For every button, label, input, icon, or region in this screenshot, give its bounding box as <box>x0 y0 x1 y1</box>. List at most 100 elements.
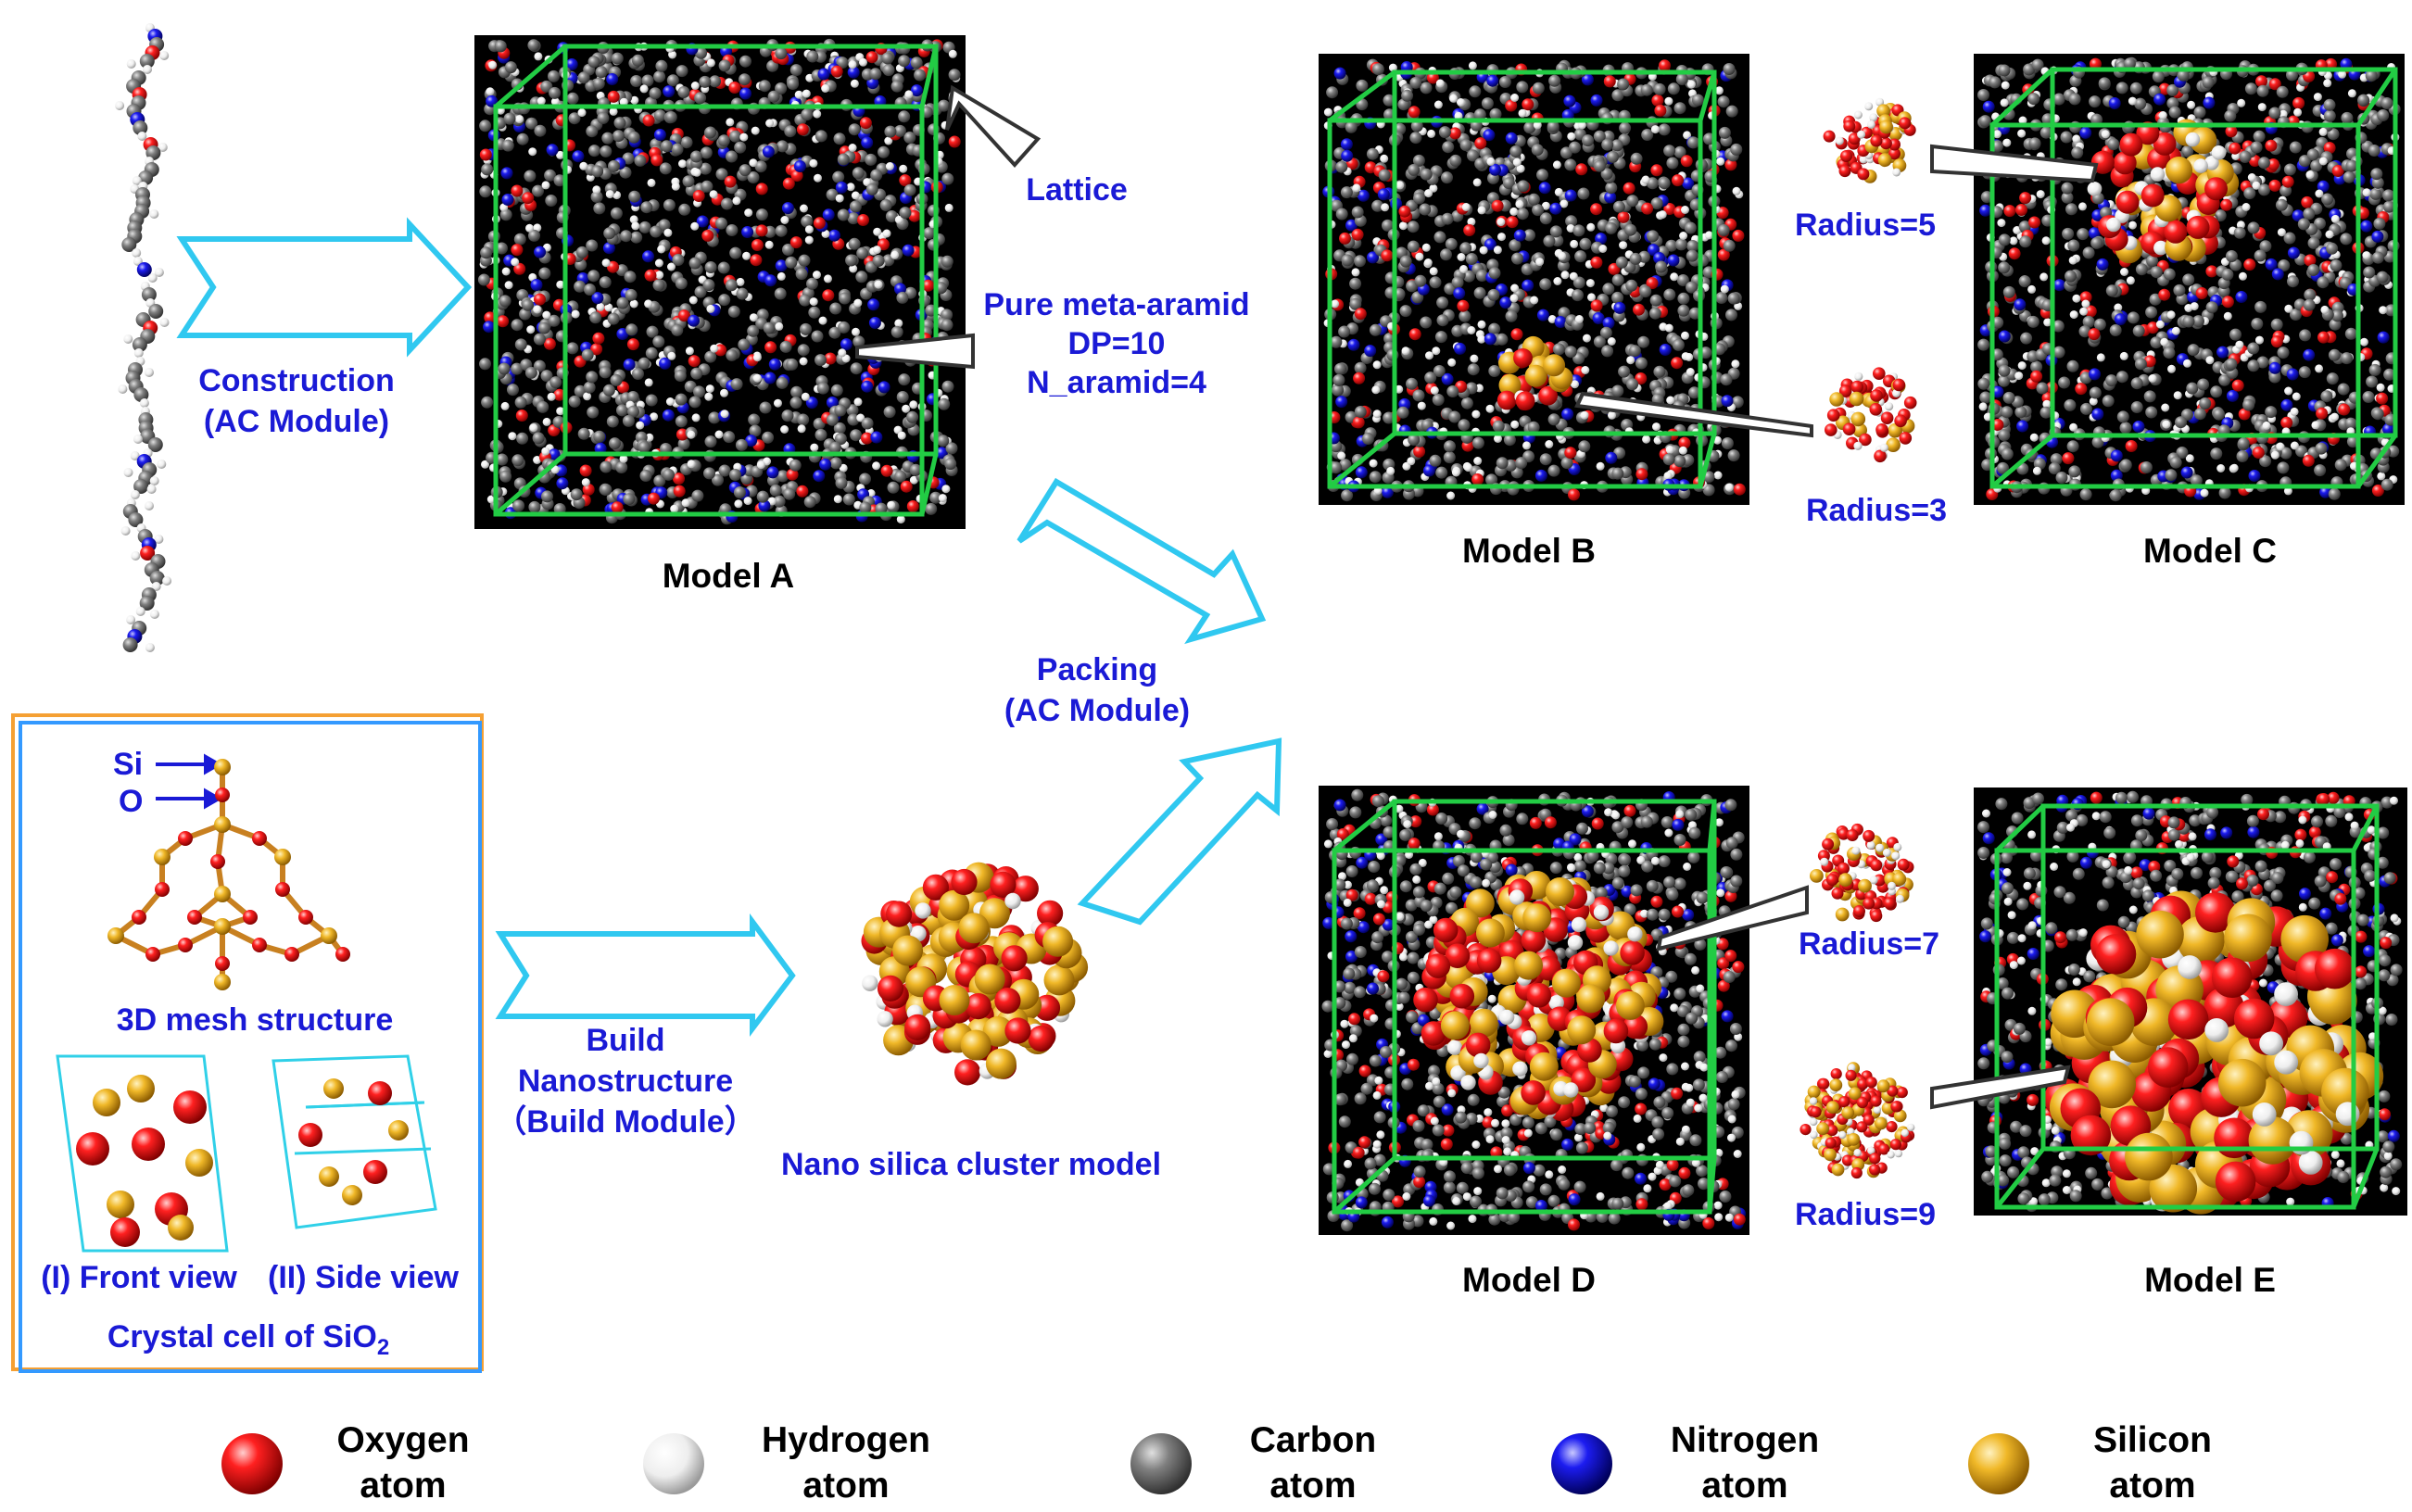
hydrogen-atom <box>794 90 803 99</box>
hydrogen-atom <box>1494 1165 1502 1174</box>
nitrogen-atom <box>1522 279 1534 292</box>
carbon-atom <box>2229 328 2242 341</box>
hydrogen-atom <box>1340 1019 1349 1028</box>
carbon-atom <box>2089 95 2102 108</box>
model-a-panel <box>474 35 966 529</box>
carbon-atom <box>756 490 769 503</box>
carbon-atom <box>801 108 814 121</box>
oxygen-atom <box>1529 816 1542 829</box>
carbon-atom <box>833 132 846 145</box>
carbon-atom <box>1354 361 1367 374</box>
carbon-atom <box>1407 971 1420 984</box>
hydrogen-atom <box>797 424 806 434</box>
carbon-atom <box>1401 89 1414 102</box>
nitrogen-atom <box>2248 470 2261 482</box>
carbon-atom <box>1725 309 1737 321</box>
nitrogen-atom <box>1364 345 1377 358</box>
hydrogen-atom <box>2318 157 2328 166</box>
hydrogen-atom <box>1417 401 1426 410</box>
carbon-atom <box>837 208 850 221</box>
carbon-atom <box>577 71 590 84</box>
oxygen-atom <box>1678 1166 1691 1179</box>
hydrogen-atom <box>1604 808 1613 817</box>
hydrogen-atom <box>720 410 729 419</box>
hydrogen-atom <box>1435 79 1445 88</box>
carbon-atom <box>1469 85 1482 98</box>
nitrogen-atom <box>870 431 883 444</box>
hydrogen-atom <box>130 451 140 460</box>
oxygen-atom <box>1372 913 1385 926</box>
hydrogen-atom <box>1512 158 1522 167</box>
carbon-atom <box>1549 862 1562 875</box>
hydrogen-atom <box>2229 463 2239 472</box>
hydrogen-atom <box>687 430 696 439</box>
oxygen-atom <box>1398 205 1411 218</box>
carbon-atom <box>896 391 909 403</box>
silicon-atom <box>1522 903 1552 933</box>
carbon-atom <box>1673 834 1686 846</box>
oxygen-atom <box>764 341 777 354</box>
oxygen-atom <box>782 177 795 190</box>
hydrogen-atom <box>1553 277 1562 285</box>
carbon-atom <box>1573 1180 1586 1193</box>
carbon-atom <box>548 69 560 82</box>
carbon-atom <box>806 50 819 63</box>
nitrogen-atom <box>819 458 832 471</box>
oxygen-atom <box>1564 447 1577 460</box>
carbon-atom <box>1717 95 1730 108</box>
nitrogen-atom <box>500 167 513 180</box>
hydrogen-atom <box>1663 472 1673 481</box>
carbon-atom <box>1539 278 1552 291</box>
carbon-atom <box>834 404 847 417</box>
hydrogen-atom <box>802 89 811 98</box>
carbon-atom <box>2323 98 2336 111</box>
nitrogen-atom <box>662 409 675 422</box>
hydrogen-atom <box>1433 832 1443 841</box>
hydrogen-atom <box>765 119 775 128</box>
hydrogen-atom <box>1510 420 1520 429</box>
carbon-atom <box>1687 850 1700 863</box>
carbon-atom <box>2363 266 2376 279</box>
hydrogen-atom <box>2211 145 2227 160</box>
carbon-atom <box>2289 141 2302 154</box>
carbon-atom <box>869 68 882 81</box>
carbon-atom <box>133 479 149 494</box>
carbon-atom <box>1622 1166 1635 1179</box>
hydrogen-atom <box>1535 258 1545 267</box>
carbon-atom <box>2165 469 2178 482</box>
carbon-atom <box>2265 406 2278 419</box>
oxygen-atom <box>644 269 657 282</box>
carbon-atom <box>1421 1139 1433 1151</box>
oxygen-atom <box>1526 983 1552 1008</box>
carbon-atom <box>925 502 938 515</box>
hydrogen-atom <box>2128 96 2137 106</box>
carbon-atom <box>1539 453 1552 466</box>
carbon-atom <box>769 484 782 497</box>
carbon-atom <box>1978 115 1991 128</box>
hydrogen-atom <box>154 268 164 277</box>
carbon-atom <box>691 489 704 502</box>
carbon-atom <box>513 233 526 246</box>
hydrogen-atom <box>2216 464 2226 472</box>
hydrogen-atom <box>132 176 142 185</box>
carbon-atom <box>1444 440 1456 453</box>
hydrogen-atom <box>1487 994 1496 1003</box>
carbon-atom <box>479 185 492 198</box>
carbon-atom <box>2283 232 2296 245</box>
nitrogen-atom <box>745 435 758 447</box>
carbon-atom <box>2001 447 2014 460</box>
carbon-atom <box>2337 383 2350 396</box>
carbon-atom <box>1601 138 1614 151</box>
carbon-atom <box>1396 406 1409 419</box>
carbon-atom <box>1332 373 1345 386</box>
carbon-atom <box>1689 1134 1702 1147</box>
carbon-atom <box>736 287 749 300</box>
carbon-atom <box>816 382 829 395</box>
hydrogen-atom <box>1691 965 1700 975</box>
nitrogen-atom <box>1648 1077 1661 1090</box>
carbon-atom <box>122 637 138 652</box>
carbon-atom <box>2205 301 2218 314</box>
carbon-atom <box>1977 377 1990 390</box>
hydrogen-atom <box>814 173 822 183</box>
oxygen-atom <box>1590 203 1603 216</box>
